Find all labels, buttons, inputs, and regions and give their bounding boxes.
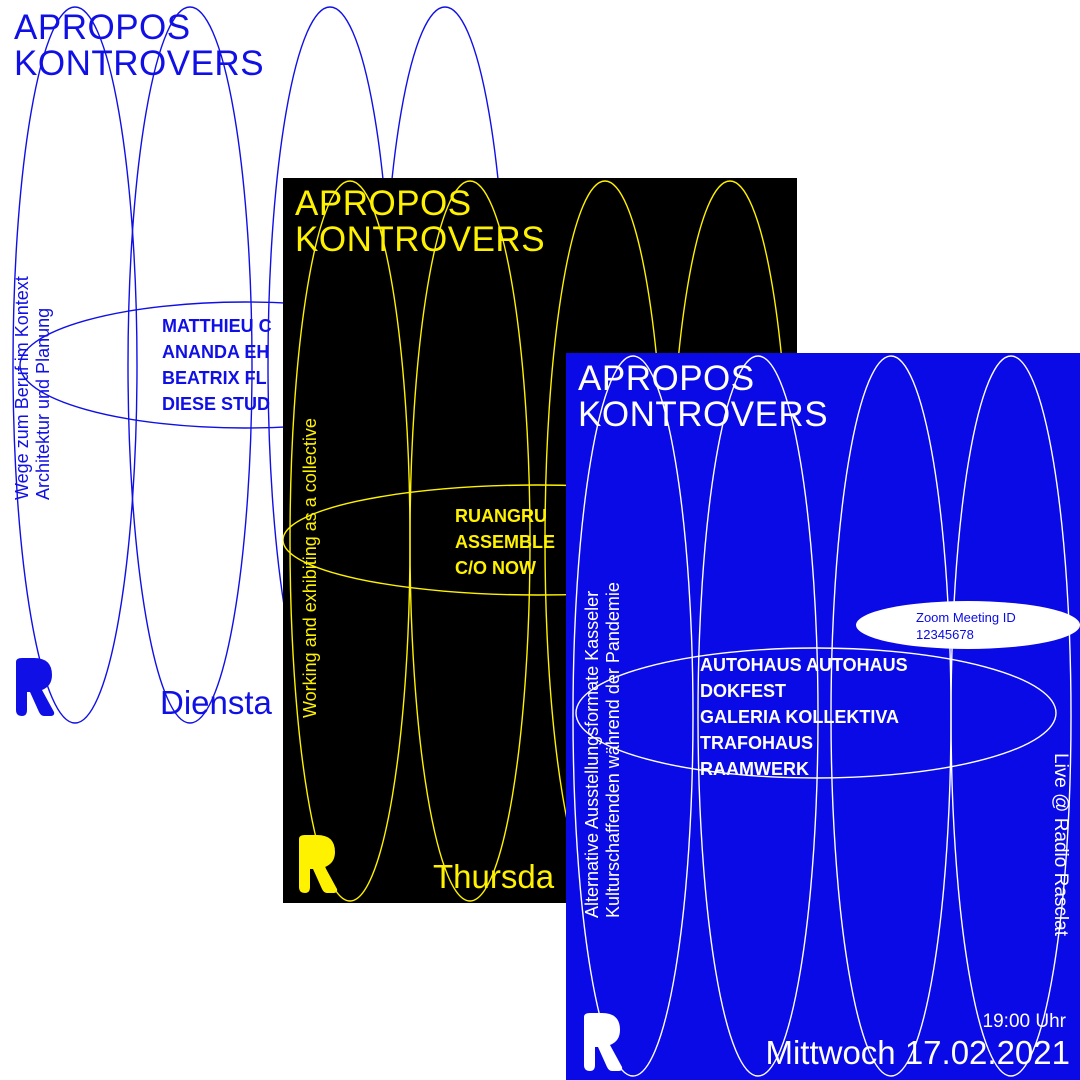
subtitle-line-1: Wege zum Beruf im Kontext [12, 276, 32, 500]
title-line-1: APROPOS [14, 8, 191, 47]
event-date: Diensta [160, 684, 272, 721]
speaker-item: MATTHIEU C [162, 316, 272, 336]
subtitle-line-2: Kulturschaffenden während der Pandemie [603, 582, 623, 918]
poster-subtitle: Wege zum Beruf im Kontext Architektur un… [12, 276, 54, 500]
speaker-item: DOKFEST [700, 681, 787, 701]
speaker-list: AUTOHAUS AUTOHAUS DOKFEST GALERIA KOLLEK… [700, 652, 908, 782]
speaker-item: DIESE STUD [162, 394, 271, 414]
speaker-list: RUANGRU ASSEMBLE C/O NOW [455, 503, 555, 581]
title-line-1: APROPOS [578, 359, 755, 398]
event-date: Thursda [433, 858, 555, 895]
poster-subtitle: Working and exhibiting as a collective [300, 418, 320, 718]
speaker-item: ASSEMBLE [455, 532, 556, 552]
ellipse-rings [572, 355, 1072, 1077]
event-date: Mittwoch 17.02.2021 [765, 1034, 1070, 1071]
zoom-label: Zoom Meeting ID [916, 610, 1016, 625]
speaker-list: MATTHIEU C ANANDA EH BEATRIX FL DIESE ST… [162, 313, 272, 417]
title-line-2: KONTROVERS [578, 395, 829, 434]
speaker-item: TRAFOHAUS [700, 733, 813, 753]
poster-title: APROPOS KONTROVERS [295, 186, 545, 258]
logo-r-icon [584, 1013, 623, 1071]
event-time: 19:00 Uhr [982, 1011, 1066, 1032]
poster-subtitle: Alternative Ausstellungsformate Kasseler… [582, 582, 624, 918]
title-line-2: KONTROVERS [14, 44, 265, 83]
speaker-item: ANANDA EH [162, 342, 270, 362]
speaker-item: AUTOHAUS AUTOHAUS [700, 655, 908, 675]
title-line-1: APROPOS [295, 184, 472, 223]
speaker-item: C/O NOW [455, 558, 536, 578]
poster-title: APROPOS KONTROVERS [578, 361, 828, 433]
live-radio-text: Live @ Radio Rasclat [1050, 753, 1071, 936]
speaker-item: BEATRIX FL [162, 368, 267, 388]
subtitle-line-1: Alternative Ausstellungsformate Kasseler [582, 590, 602, 918]
speaker-item: GALERIA KOLLEKTIVA [700, 707, 899, 727]
speaker-item: RAAMWERK [700, 759, 809, 779]
logo-r-icon [16, 658, 55, 716]
zoom-meeting-badge: Zoom Meeting ID 12345678 [856, 601, 1080, 649]
speaker-item: RUANGRU [455, 506, 547, 526]
subtitle-line-2: Architektur und Planung [33, 307, 53, 500]
poster-blue: APROPOS KONTROVERS Alternative Ausstellu… [566, 353, 1080, 1080]
zoom-id: 12345678 [916, 627, 974, 642]
logo-r-icon [299, 835, 338, 893]
title-line-2: KONTROVERS [295, 220, 546, 259]
poster-title: APROPOS KONTROVERS [14, 10, 264, 82]
